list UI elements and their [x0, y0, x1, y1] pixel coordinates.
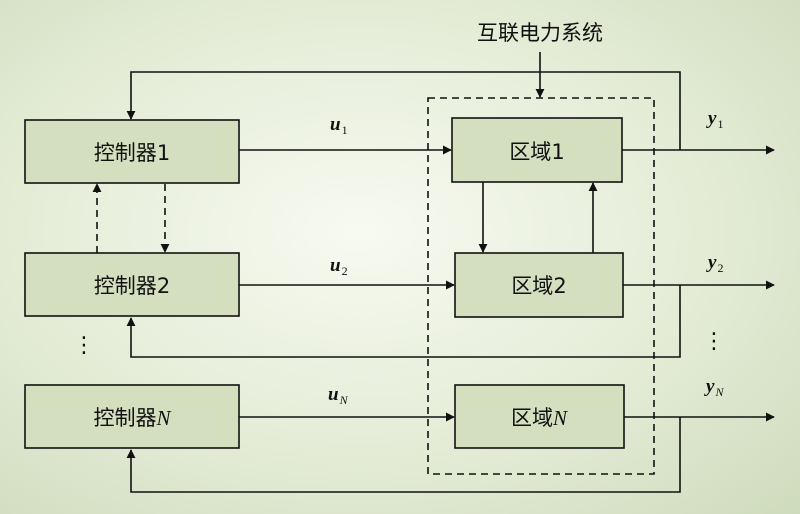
area-n-index: N: [552, 406, 568, 430]
svg-text:控制器1: 控制器1: [94, 141, 170, 165]
controller-n: 控制器N: [24, 384, 240, 449]
controller-ellipsis: ⋮: [73, 333, 95, 358]
feedback-2: [126, 285, 681, 358]
svg-text:控制器N: 控制器N: [93, 406, 171, 430]
feedback-n: [126, 417, 681, 493]
area-1-prefix: 区域: [509, 140, 551, 164]
svg-text:区域2: 区域2: [511, 274, 566, 298]
area-n: 区域N: [454, 384, 625, 449]
area-1-index: 1: [551, 140, 564, 164]
input-label-1: u1: [330, 114, 348, 137]
output-label-n: yN: [704, 376, 724, 399]
area-2-index: 2: [553, 274, 566, 298]
output-ellipsis: ⋮: [703, 329, 725, 354]
controller-1-prefix: 控制器: [94, 141, 157, 165]
controller-n-index: N: [155, 406, 171, 430]
area-n-prefix: 区域: [511, 406, 553, 430]
area-1: 区域1: [451, 117, 623, 183]
svg-text:区域1: 区域1: [509, 140, 564, 164]
system-title: 互联电力系统: [477, 21, 603, 45]
output-label-1: y1: [706, 108, 723, 131]
output-label-2: y2: [706, 252, 723, 275]
controller-1: 控制器1: [24, 119, 240, 184]
input-label-n: uN: [328, 384, 349, 407]
area-2: 区域2: [454, 252, 624, 318]
svg-text:区域N: 区域N: [511, 406, 568, 430]
controller-n-prefix: 控制器: [93, 406, 156, 430]
feedback-1: [126, 71, 681, 150]
controller-1-index: 1: [157, 141, 170, 165]
controller-2: 控制器2: [24, 252, 240, 317]
controller-2-index: 2: [157, 274, 170, 298]
controller-2-prefix: 控制器: [94, 274, 157, 298]
system-boundary: [427, 97, 655, 475]
input-label-2: u2: [330, 255, 348, 278]
area-2-prefix: 区域: [511, 274, 553, 298]
svg-text:控制器2: 控制器2: [94, 274, 170, 298]
